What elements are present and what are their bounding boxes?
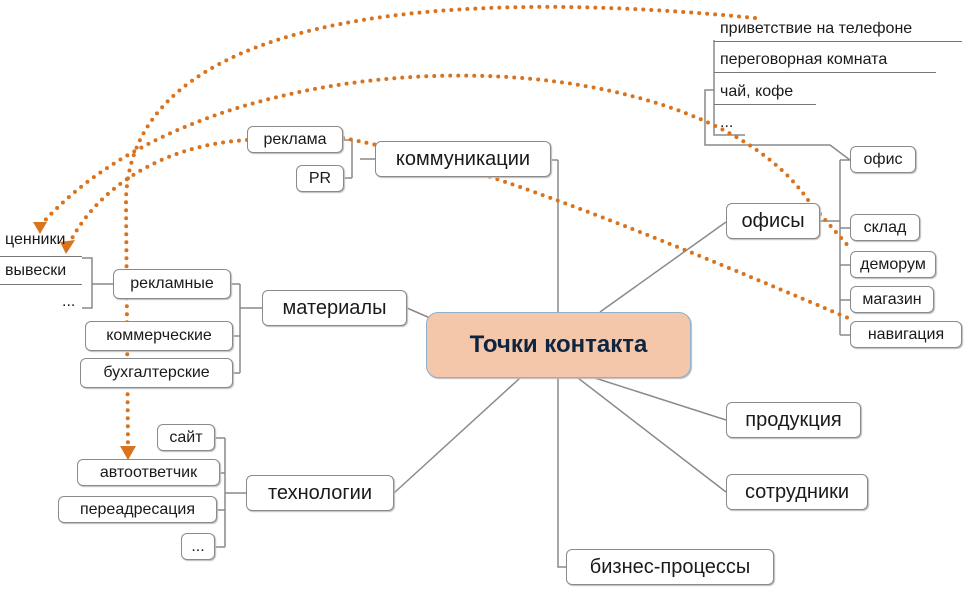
link-ads-to-signs [66,138,249,248]
arrow-icon [33,222,47,234]
connector [393,377,521,494]
connector [343,139,375,179]
topic-technologies[interactable]: технологии [246,475,394,511]
topic-materials[interactable]: материалы [262,290,407,326]
topic-offices[interactable]: офисы [726,203,820,239]
subtopic-shop[interactable]: магазин [850,286,934,313]
link-offices-to-demoroom [818,212,852,250]
divider [714,72,936,73]
divider [714,104,816,105]
connector [820,159,850,336]
arrow-icon [120,446,136,460]
divider [0,284,82,285]
subtopic-accounting[interactable]: бухгалтерские [80,358,233,388]
subtopic-ads[interactable]: реклама [247,126,343,153]
subtopic-website[interactable]: сайт [157,424,215,451]
subtopic-advertising[interactable]: рекламные [113,269,231,299]
connector [406,307,431,319]
subtopic-navigation[interactable]: навигация [850,321,962,348]
subtopic-warehouse[interactable]: склад [850,214,920,241]
connector [82,257,113,309]
topic-communications[interactable]: коммуникации [375,141,551,177]
connector [557,378,566,568]
subtopic-autoresponder[interactable]: автоответчик [77,459,220,486]
item-more[interactable]: ... [62,293,76,310]
connector [215,437,246,548]
item-phone-greeting[interactable]: приветствие на телефоне [720,20,913,37]
connector [577,377,727,493]
topic-business-processes[interactable]: бизнес-процессы [566,549,774,585]
subtopic-more[interactable]: ... [181,533,215,560]
divider [0,256,82,257]
arrowheads [33,222,136,460]
subtopic-redirect[interactable]: переадресация [58,496,217,523]
item-tea-coffee[interactable]: чай, кофе [720,83,794,100]
connector [551,159,559,312]
item-price-tags[interactable]: ценники [5,231,66,248]
connector [594,377,727,421]
topic-products[interactable]: продукция [726,402,861,438]
subtopic-commercial[interactable]: коммерческие [85,321,233,351]
item-more[interactable]: ... [720,114,734,131]
divider [714,41,962,42]
item-meeting-room[interactable]: переговорная комната [720,51,888,68]
arrow-icon [60,240,75,254]
subtopic-office[interactable]: офис [850,146,916,173]
topic-staff[interactable]: сотрудники [726,474,868,510]
subtopic-demoroom[interactable]: деморум [850,251,936,278]
connector [231,283,262,374]
central-topic[interactable]: Точки контакта [426,312,691,378]
link-offices-to-pricetags [38,73,810,228]
connector [704,40,851,161]
subtopic-pr[interactable]: PR [296,165,344,192]
connector [599,221,727,313]
item-signs[interactable]: вывески [5,262,67,279]
